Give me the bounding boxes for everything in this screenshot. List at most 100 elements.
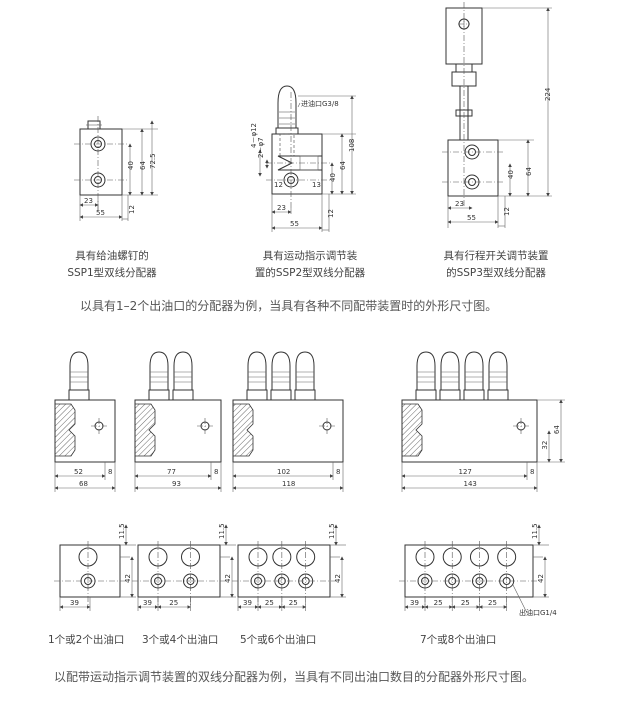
ssp3-dim-23: 23 [455, 200, 464, 208]
indicator-base [294, 389, 316, 401]
ssp2-diagram: 进油口G3/8 4－φ12 2－φ7 40 64 108 12 13 23 55 [250, 85, 356, 232]
ssp2-dim-23: 23 [277, 204, 286, 212]
indicator-base [246, 389, 268, 401]
ssp2-indicator-cap [277, 85, 297, 128]
side-view-4: 127 143 8 32 64 [401, 351, 565, 492]
ssp3-caption: 具有行程开关调节装置 的SSP3型双线分配器 [426, 248, 566, 282]
indicator-cap [69, 351, 89, 390]
plan-view-body [59, 544, 121, 598]
side-dim-w: 77 [167, 468, 176, 476]
indicator-cap [149, 351, 169, 390]
ssp2-caption: 具有运动指示调节装 置的SSP2型双线分配器 [240, 248, 380, 282]
side-dim-w: 127 [459, 468, 472, 476]
indicator-cap [488, 351, 508, 390]
plan-caption-3: 5个或6个出油口 [240, 634, 317, 646]
plan-caption-1: 1个或2个出油口 [48, 634, 125, 646]
ssp1-diagram: 40 64 72.5 23 55 12 [74, 116, 158, 221]
ssp3-dim-224: 224 [544, 87, 552, 101]
ssp2-dim-b12: 12 [327, 209, 335, 218]
indicator-base [68, 389, 90, 401]
side-dim-total: 143 [464, 480, 477, 488]
indicator-base [415, 389, 437, 401]
ssp1-dim-72-5: 72.5 [149, 153, 157, 169]
bottom-summary: 以配带运动指示调节装置的双线分配器为例，当具有不同出油口数目的分配器外形尺寸图。 [54, 670, 535, 684]
side-view-section [232, 403, 254, 457]
plan-dim-39: 39 [70, 599, 79, 607]
plan-dim-25: 25 [265, 599, 274, 607]
ssp3-caption-line2: 的SSP3型双线分配器 [446, 267, 546, 279]
side-view-section [401, 403, 423, 457]
indicator-base [270, 389, 292, 401]
plan-dim-25: 25 [169, 599, 178, 607]
plan-dim-11-5: 11.5 [531, 523, 539, 539]
top-summary: 以具有1–2个出油口的分配器为例，当具有各种不同配带装置时的外形尺寸图。 [80, 299, 498, 313]
side-dim-32: 32 [541, 441, 549, 450]
ssp3-dim-55: 55 [467, 214, 476, 222]
side-dim-total: 118 [282, 480, 295, 488]
side-dim-b: 8 [530, 468, 534, 476]
ssp1-caption-line1: 具有给油螺钉的 [75, 250, 149, 262]
ssp2-caption-line2: 置的SSP2型双线分配器 [254, 267, 366, 279]
side-view-section [54, 403, 76, 457]
side-dim-b: 8 [108, 468, 112, 476]
plan-dim-11-5: 11.5 [328, 523, 336, 539]
plan-dim-25: 25 [488, 599, 497, 607]
plan-caption-4: 7个或8个出油口 [420, 634, 497, 646]
indicator-base [439, 389, 461, 401]
indicator-cap [295, 351, 315, 390]
ssp2-dim-phi7: 2－φ7 [257, 137, 265, 158]
plan-caption-2: 3个或4个出油口 [142, 634, 219, 646]
plan-dim-39: 39 [410, 599, 419, 607]
plan-dim-39: 39 [243, 599, 252, 607]
ssp2-dim-55: 55 [290, 220, 299, 228]
side-dim-b: 8 [214, 468, 218, 476]
ssp1-dim-12: 12 [128, 205, 136, 214]
indicator-cap [271, 351, 291, 390]
side-dim-w: 102 [277, 468, 290, 476]
plan-view-body [404, 544, 534, 598]
indicator-cap [464, 351, 484, 390]
side-view-3: 102 118 8 [232, 351, 344, 492]
plan-view-body [237, 544, 331, 598]
plan-dim-42: 42 [124, 574, 132, 583]
side-dim-64: 64 [553, 425, 561, 434]
indicator-base [148, 389, 170, 401]
plan-dim-25: 25 [289, 599, 298, 607]
side-dim-w: 52 [74, 468, 83, 476]
ssp3-dim-64: 64 [525, 167, 533, 176]
ssp2-inlet-label: 进油口G3/8 [301, 99, 339, 108]
plan-dim-39: 39 [143, 599, 152, 607]
side-view-body [401, 399, 538, 463]
ssp2-caption-line1: 具有运动指示调节装 [262, 250, 358, 262]
side-view-2: 77 93 8 [134, 351, 222, 492]
plan-dim-11-5: 11.5 [118, 523, 126, 539]
ssp1-dim-23: 23 [84, 197, 93, 205]
ssp2-dim-13: 13 [312, 181, 321, 189]
outlet-label: 出油口G1/4 [519, 608, 557, 617]
plan-dim-42: 42 [334, 574, 342, 583]
ssp2-dim-phi12: 4－φ12 [250, 123, 258, 148]
side-view-section [134, 403, 156, 457]
indicator-base [172, 389, 194, 401]
ssp2-dim-12: 12 [274, 181, 283, 189]
indicator-cap [440, 351, 460, 390]
plan-view-3: 11.5 42 39 25 25 [232, 523, 346, 611]
plan-dim-42: 42 [224, 574, 232, 583]
ssp3-dim-12: 12 [503, 207, 511, 216]
ssp1-caption-line2: SSP1型双线分配器 [67, 267, 157, 279]
indicator-cap [247, 351, 267, 390]
side-dim-b: 8 [336, 468, 340, 476]
indicator-cap [416, 351, 436, 390]
ssp3-body [447, 139, 499, 197]
ssp3-caption-line1: 具有行程开关调节装置 [443, 250, 549, 262]
ssp2-dim-64: 64 [339, 161, 347, 170]
side-dim-total: 93 [172, 480, 181, 488]
ssp1-dim-64: 64 [139, 161, 147, 170]
plan-view-1: 11.5 42 39 [54, 523, 136, 611]
ssp3-dim-40: 40 [507, 170, 515, 179]
